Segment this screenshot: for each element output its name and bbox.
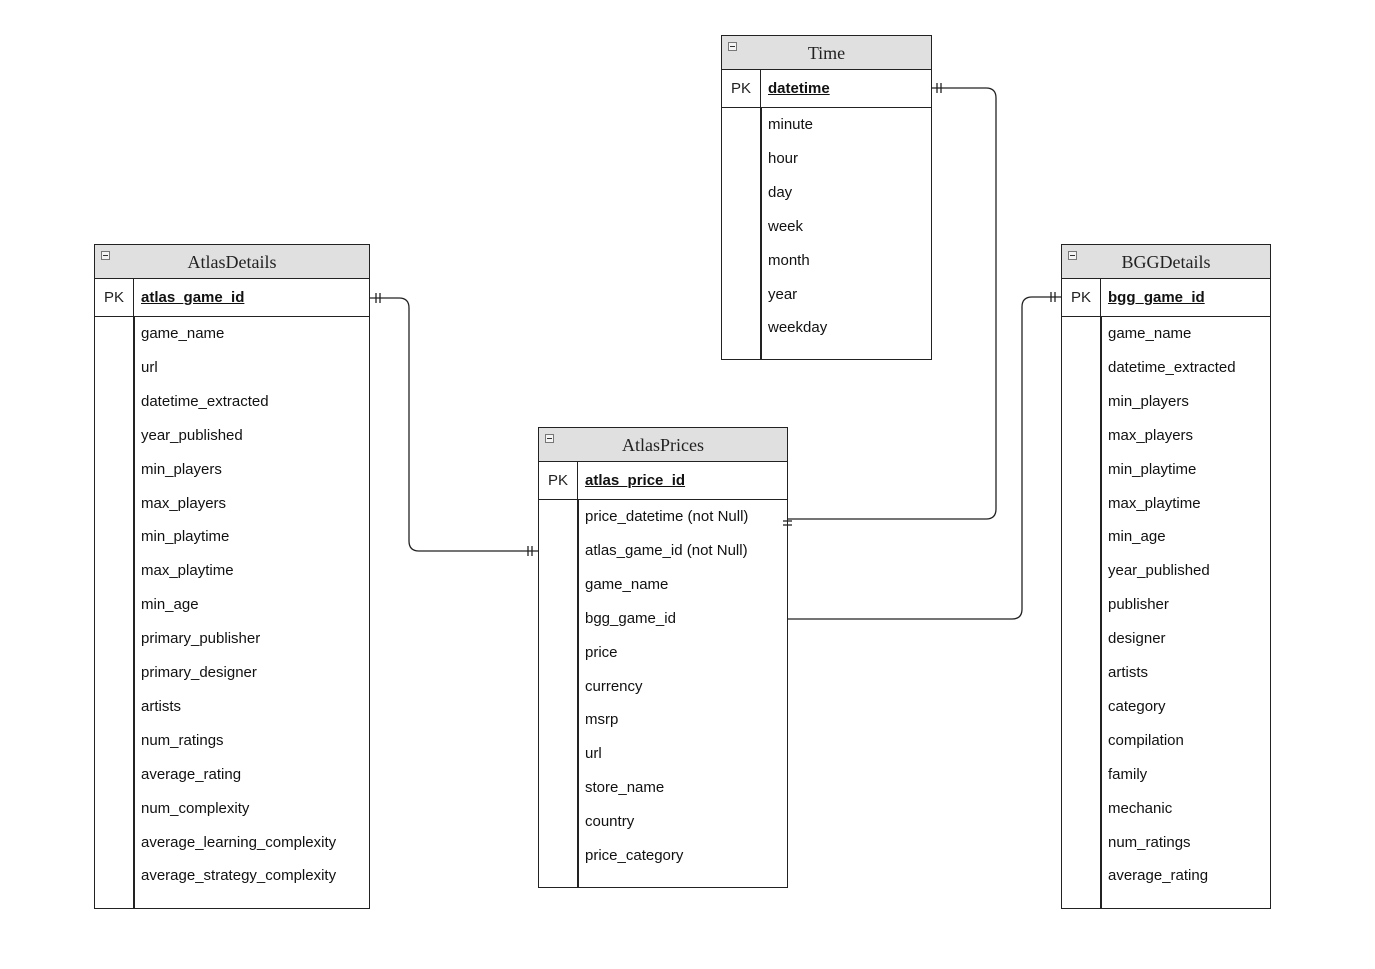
relationship-bggdetails-atlasprices <box>788 296 1061 620</box>
collapse-icon[interactable] <box>545 434 554 443</box>
attribute-field: artists <box>141 697 182 715</box>
attribute-field: weekday <box>768 319 828 337</box>
atlasprices-pk-field: atlas_price_id <box>585 472 686 489</box>
attribute-field: max_playtime <box>1108 494 1201 512</box>
attribute-field: datetime_extracted <box>141 392 269 410</box>
atlasprices-attributes: price_datetime (not Null) atlas_game_id (… <box>539 500 787 887</box>
collapse-icon[interactable] <box>1068 251 1077 260</box>
attribute-field: num_ratings <box>141 731 224 749</box>
attribute-field: game_name <box>141 325 225 342</box>
bggdetails-header: BGGDetails <box>1062 245 1270 279</box>
time-pk-row: PK datetime <box>722 70 931 108</box>
attribute-field: min_age <box>141 596 199 614</box>
attribute-field: num_complexity <box>141 799 250 817</box>
attribute-field: compilation <box>1108 731 1184 749</box>
attribute-field: minute <box>768 116 814 133</box>
time-pk-field: datetime <box>768 80 830 97</box>
time-entity[interactable]: Time PK datetime minute hour day week month y… <box>721 35 932 360</box>
attribute-field: year_published <box>1108 562 1210 580</box>
attribute-field: datetime_extracted <box>1108 358 1236 376</box>
bggdetails-pk-row: PK bgg_game_id <box>1062 279 1270 317</box>
pk-label: PK <box>722 70 761 107</box>
attribute-field: month <box>768 251 810 269</box>
attribute-field: num_ratings <box>1108 833 1191 851</box>
attribute-field: min_players <box>141 460 222 478</box>
attribute-field: primary_publisher <box>141 630 261 648</box>
attribute-field: atlas_game_id (not Null) <box>585 541 748 559</box>
collapse-icon[interactable] <box>101 251 110 260</box>
attribute-field: game_name <box>1108 325 1192 342</box>
attribute-field: average_strategy_complexity <box>141 867 337 885</box>
attribute-field: designer <box>1108 630 1166 648</box>
attribute-field: max_players <box>141 494 227 512</box>
attribute-field: year_published <box>141 426 243 444</box>
attribute-field: url <box>141 358 158 376</box>
attribute-field: price_datetime (not Null) <box>585 508 749 525</box>
attribute-field: average_rating <box>141 765 242 783</box>
attribute-field: max_playtime <box>141 562 234 580</box>
attribute-field: category <box>1108 697 1166 715</box>
pk-label: PK <box>95 279 134 316</box>
time-attributes: minute hour day week month year weekday <box>722 108 931 359</box>
relationship-time-atlasprices <box>788 87 997 520</box>
bggdetails-title: BGGDetails <box>1121 252 1211 272</box>
attribute-field: mechanic <box>1108 799 1173 817</box>
attribute-field: country <box>585 813 635 831</box>
pk-label: PK <box>539 462 578 499</box>
attribute-field: price_category <box>585 847 684 864</box>
time-header: Time <box>722 36 931 70</box>
attribute-field: bgg_game_id <box>585 609 676 627</box>
atlasprices-header: AtlasPrices <box>539 428 787 462</box>
attribute-field: min_playtime <box>141 528 230 546</box>
atlasdetails-pk-row: PK atlas_game_id <box>95 279 369 317</box>
time-title: Time <box>807 43 846 63</box>
attribute-field: year <box>768 285 798 303</box>
bggdetails-pk-field: bgg_game_id <box>1108 289 1205 306</box>
attribute-field: week <box>768 217 804 235</box>
attribute-field: currency <box>585 677 643 695</box>
collapse-icon[interactable] <box>728 42 737 51</box>
attribute-field: msrp <box>585 711 619 729</box>
atlasprices-pk-row: PK atlas_price_id <box>539 462 787 500</box>
atlasdetails-pk-field: atlas_game_id <box>141 289 245 306</box>
attribute-field: day <box>768 183 793 201</box>
pk-label: PK <box>1062 279 1101 316</box>
attribute-field: price <box>585 643 618 661</box>
atlasdetails-header: AtlasDetails <box>95 245 369 279</box>
attribute-field: store_name <box>585 779 665 797</box>
attribute-field: game_name <box>585 575 669 593</box>
atlasprices-entity[interactable]: AtlasPrices PK atlas_price_id price_date… <box>538 427 788 888</box>
attribute-field: average_rating <box>1108 867 1209 885</box>
atlasprices-title: AtlasPrices <box>622 435 704 455</box>
relationship-atlasdetails-atlasprices <box>370 297 538 552</box>
atlasdetails-title: AtlasDetails <box>187 252 277 272</box>
attribute-field: family <box>1108 765 1148 783</box>
attribute-field: artists <box>1108 664 1149 681</box>
attribute-field: average_learning_complexity <box>141 833 337 851</box>
attribute-field: min_age <box>1108 528 1166 546</box>
attribute-field: publisher <box>1108 596 1169 614</box>
attribute-field: primary_designer <box>141 664 257 681</box>
attribute-field: max_players <box>1108 426 1194 444</box>
attribute-field: min_players <box>1108 392 1189 410</box>
one-only-one-marks <box>375 83 1056 556</box>
attribute-field: url <box>585 745 602 763</box>
attribute-field: min_playtime <box>1108 460 1197 478</box>
attribute-field: hour <box>768 149 799 167</box>
